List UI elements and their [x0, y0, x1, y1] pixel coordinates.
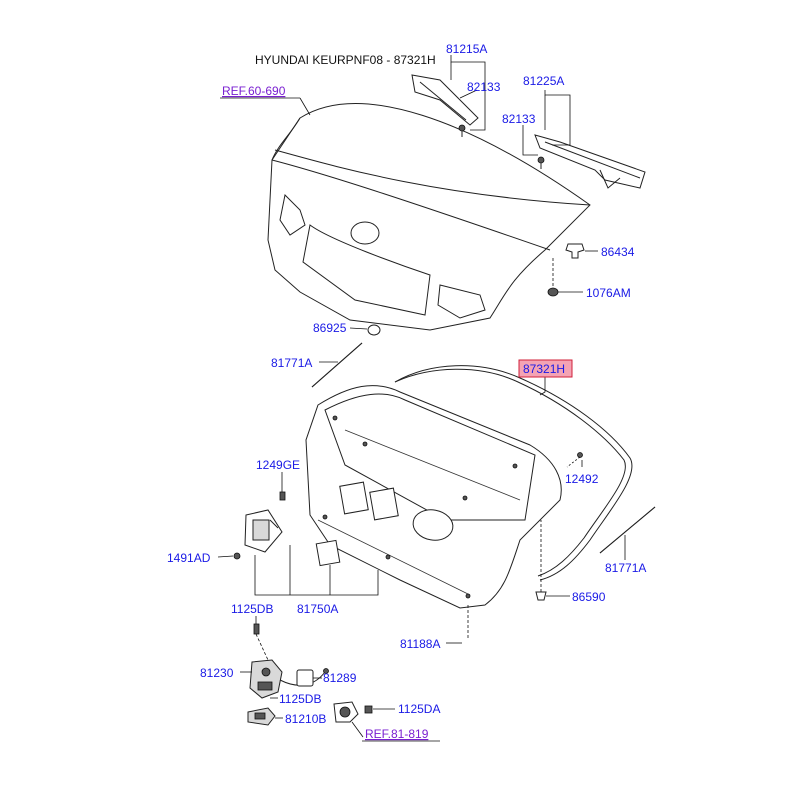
part-label-81215A[interactable]: 81215A [446, 42, 487, 56]
trunk-lid[interactable] [267, 103, 591, 331]
plug[interactable] [367, 324, 381, 336]
emblem-icon [350, 221, 380, 245]
striker[interactable] [247, 707, 276, 726]
part-label-81188A[interactable]: 81188A [400, 637, 440, 651]
vent-grille [339, 481, 369, 515]
hinge-right[interactable] [534, 134, 646, 189]
part-label-86590[interactable]: 86590 [572, 590, 606, 604]
gas-lifter-left[interactable] [311, 342, 363, 388]
leader-lines [217, 55, 626, 742]
part-label-1125DA[interactable]: 1125DA [398, 702, 440, 716]
part-label-81771A-left[interactable]: 81771A [271, 356, 312, 370]
part-label-81230[interactable]: 81230 [200, 666, 234, 680]
part-label-1076AM[interactable]: 1076AM [586, 286, 631, 300]
trunk-latch[interactable] [249, 659, 283, 699]
trunk-trim-panel[interactable] [305, 385, 562, 609]
part-label-86925[interactable]: 86925 [313, 321, 347, 335]
hinge-left[interactable] [411, 74, 479, 137]
grommet-nut[interactable] [547, 287, 559, 297]
part-label-1125DB-lower[interactable]: 1125DB [279, 692, 321, 706]
part-label-81771A-right[interactable]: 81771A [605, 561, 646, 575]
part-label-87321H-highlight[interactable]: 87321H [518, 359, 573, 378]
part-label-81225A[interactable]: 81225A [523, 74, 564, 88]
nut-1491AD[interactable] [233, 552, 241, 560]
connector-81289[interactable] [296, 669, 314, 687]
screw-12492[interactable] [566, 452, 583, 468]
part-label-82133-b[interactable]: 82133 [502, 112, 536, 126]
ref-label-top[interactable]: REF.60-690 [222, 84, 286, 98]
part-label-81750A[interactable]: 81750A [297, 602, 338, 616]
ref-label-bottom[interactable]: REF.81-819 [365, 727, 429, 741]
part-label-1249GE[interactable]: 1249GE [256, 458, 300, 472]
weatherstrip[interactable] [394, 365, 633, 581]
clip-86590[interactable] [535, 520, 547, 601]
diagram-title: HYUNDAI KEURPNF08 - 87321H [255, 53, 436, 67]
bumper-stop[interactable] [565, 243, 585, 259]
part-label-1125DB-top[interactable]: 1125DB [231, 602, 273, 616]
bolt-1249GE[interactable] [279, 491, 286, 501]
part-label-81289[interactable]: 81289 [323, 671, 357, 685]
part-label-1491AD[interactable]: 1491AD [167, 551, 211, 565]
part-label-86434[interactable]: 86434 [601, 245, 635, 259]
gas-lifter-right[interactable] [599, 506, 656, 554]
part-label-82133-a[interactable]: 82133 [467, 80, 501, 94]
lock-bolt[interactable] [253, 623, 260, 635]
part-label-12492[interactable]: 12492 [565, 472, 599, 486]
lock-cylinder[interactable] [333, 701, 373, 723]
trunk-lid-cover[interactable] [244, 509, 283, 553]
part-label-87321H[interactable]: 87321H [523, 362, 565, 376]
part-label-81210B[interactable]: 81210B [285, 712, 326, 726]
